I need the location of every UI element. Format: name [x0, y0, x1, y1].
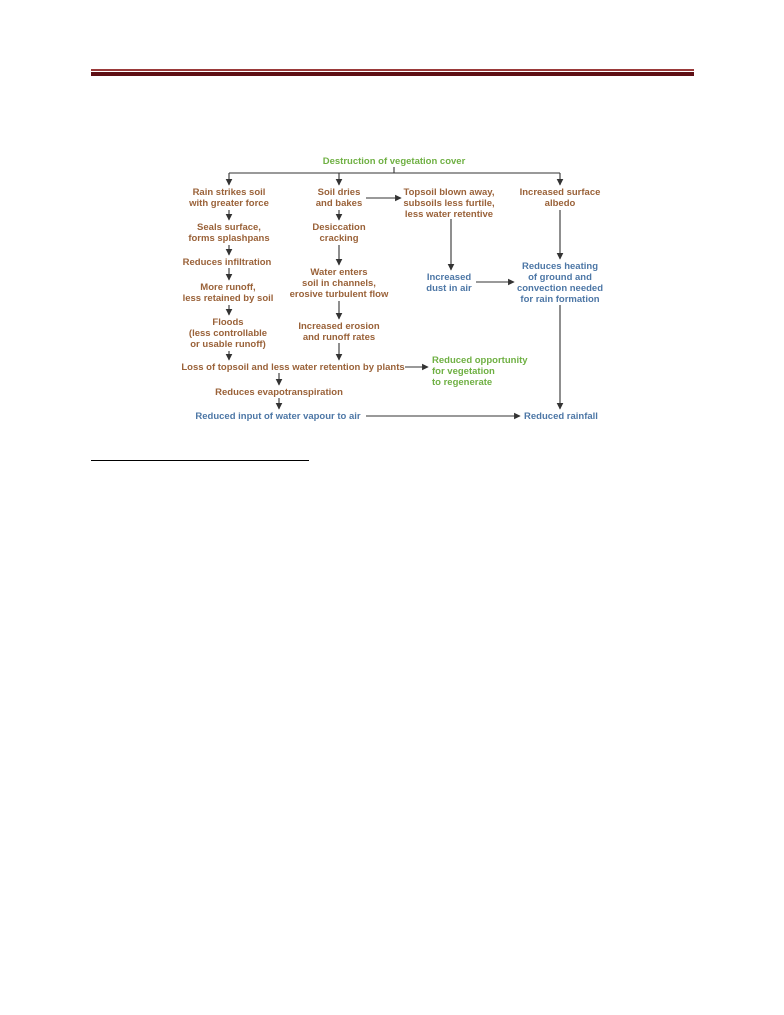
root-destruction-vegetation: Destruction of vegetation cover	[322, 156, 466, 167]
node-topsoil-blown: Topsoil blown away, subsoils less furtil…	[403, 187, 495, 220]
node-loss-of-topsoil: Loss of topsoil and less water retention…	[181, 362, 405, 373]
node-increased-dust: Increased dust in air	[426, 272, 472, 294]
node-increased-erosion: Increased erosion and runoff rates	[298, 321, 380, 343]
node-reduced-opportunity: Reduced opportunity for vegetation to re…	[432, 355, 528, 388]
node-water-enters: Water enters soil in channels, erosive t…	[289, 267, 389, 300]
header-rule	[91, 69, 694, 77]
node-increased-albedo: Increased surface albedo	[519, 187, 601, 209]
node-reduced-rainfall: Reduced rainfall	[524, 411, 598, 422]
node-reduces-evapotranspiration: Reduces evapotranspiration	[215, 387, 343, 398]
node-desiccation-cracking: Desiccation cracking	[312, 222, 366, 244]
node-reduced-input-water-vapour: Reduced input of water vapour to air	[195, 411, 361, 422]
node-reduces-infiltration: Reduces infiltration	[182, 257, 272, 268]
node-reduces-heating: Reduces heating of ground and convection…	[516, 261, 604, 305]
header-rule-thin	[91, 69, 694, 71]
footnote-separator	[91, 460, 309, 461]
node-seals-surface: Seals surface, forms splashpans	[188, 222, 270, 244]
node-rain-strikes-soil: Rain strikes soil with greater force	[189, 187, 269, 209]
node-more-runoff: More runoff, less retained by soil	[182, 282, 274, 304]
node-floods: Floods (less controllable or usable runo…	[188, 317, 268, 350]
header-rule-thick	[91, 72, 694, 76]
node-soil-dries: Soil dries and bakes	[315, 187, 363, 209]
